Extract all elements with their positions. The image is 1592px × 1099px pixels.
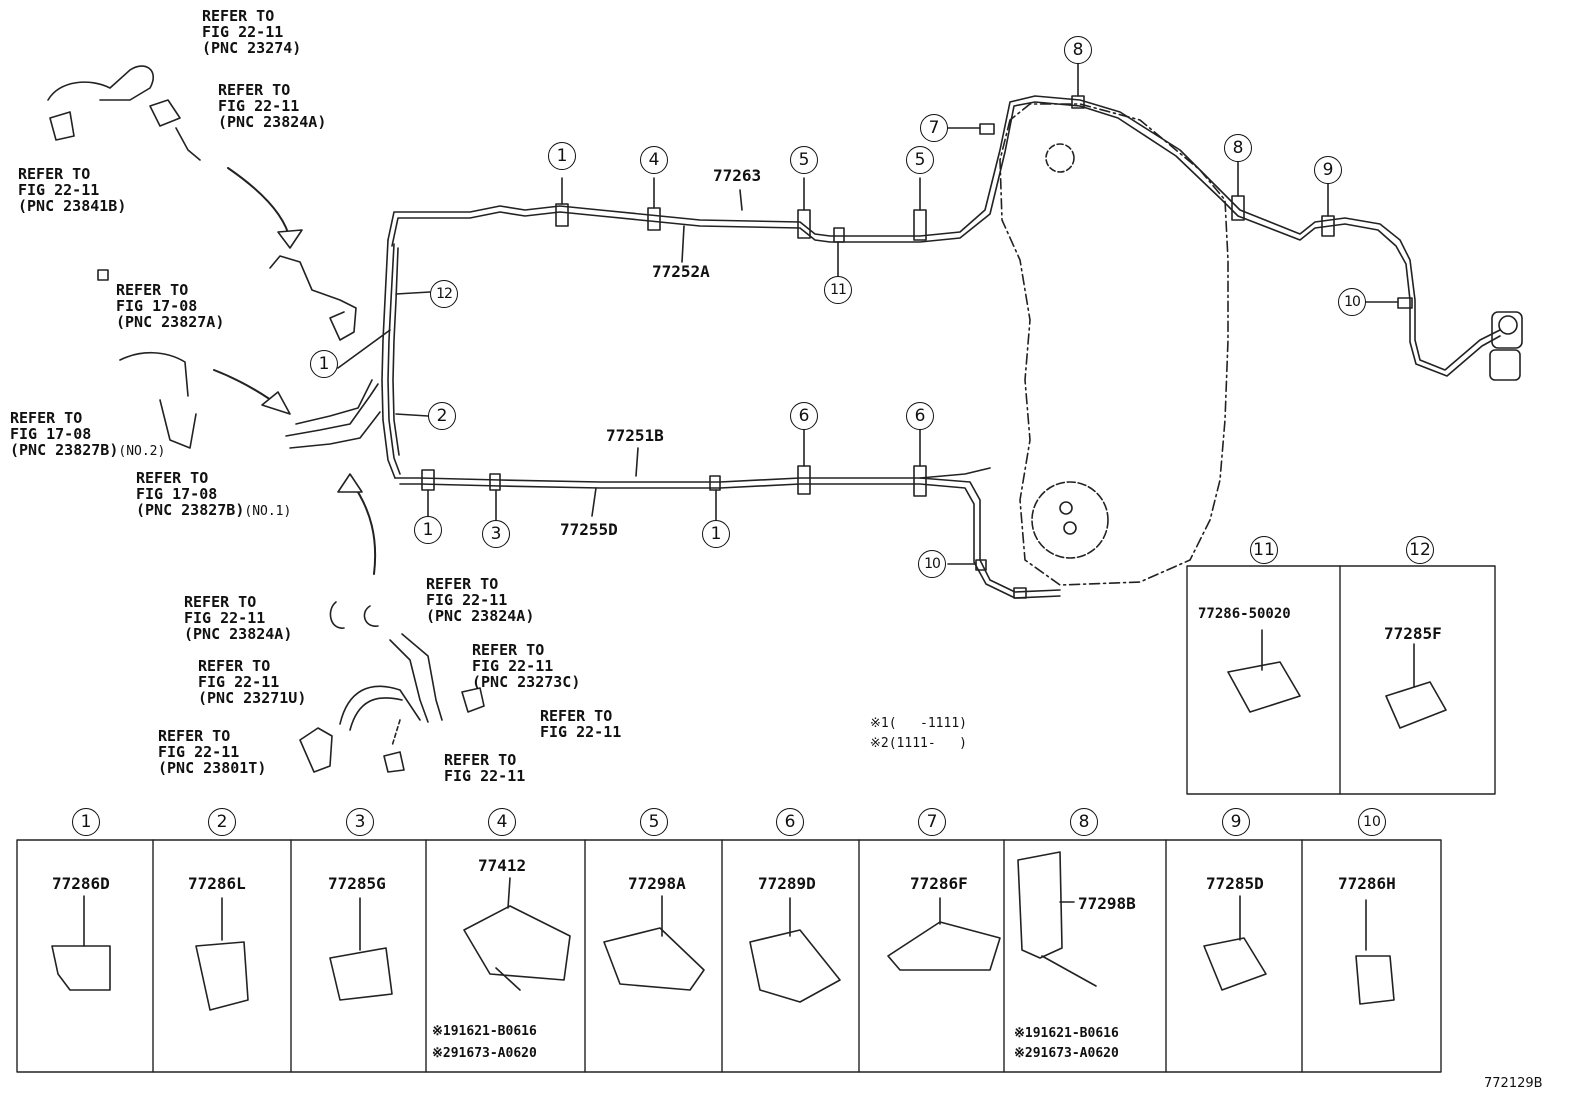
- tile-8-bolt-1: ※191621-B0616: [1014, 1026, 1119, 1041]
- callout-5-b: 5: [906, 146, 934, 174]
- callout-1-bottom-b: 1: [702, 520, 730, 548]
- callout-6-a: 6: [790, 402, 818, 430]
- note-2: ※2(1111- ): [870, 736, 967, 751]
- tile-8-bolt-2: ※291673-A0620: [1014, 1046, 1119, 1061]
- note-1: ※1( -1111): [870, 716, 967, 731]
- tile-5-number: 5: [640, 808, 668, 836]
- callout-2: 2: [428, 402, 456, 430]
- tile-9-number: 9: [1222, 808, 1250, 836]
- callout-12: 12: [430, 280, 458, 308]
- callout-1-bottom-a: 1: [414, 516, 442, 544]
- callout-10-a: 10: [1338, 288, 1366, 316]
- callout-7: 7: [920, 114, 948, 142]
- figure-id: 772129B: [1484, 1076, 1543, 1091]
- callout-5-a: 5: [790, 146, 818, 174]
- part-77251b-label: 77251B: [606, 426, 664, 445]
- callout-10-b: 10: [918, 550, 946, 578]
- callout-8-a: 8: [1064, 36, 1092, 64]
- tile-4-bolt-1: ※191621-B0616: [432, 1024, 537, 1039]
- tile-3-part: 77285G: [328, 874, 386, 893]
- tile-8-part: 77298B: [1078, 894, 1136, 913]
- callout-4: 4: [640, 146, 668, 174]
- side-tile-12-number: 12: [1406, 536, 1434, 564]
- callout-1-left: 1: [310, 350, 338, 378]
- callout-8-b: 8: [1224, 134, 1252, 162]
- tile-6-part: 77289D: [758, 874, 816, 893]
- callout-11: 11: [824, 276, 852, 304]
- tile-5-part: 77298A: [628, 874, 686, 893]
- part-77252a-label: 77252A: [652, 262, 710, 281]
- callout-1-top: 1: [548, 142, 576, 170]
- tile-10-part: 77286H: [1338, 874, 1396, 893]
- tile-3-number: 3: [346, 808, 374, 836]
- callout-3: 3: [482, 520, 510, 548]
- fuel-line-upper: [387, 95, 1501, 371]
- tile-2-part: 77286L: [188, 874, 246, 893]
- tile-6-number: 6: [776, 808, 804, 836]
- side-tile-11-number: 11: [1250, 536, 1278, 564]
- tile-1-number: 1: [72, 808, 100, 836]
- tile-10-number: 10: [1358, 808, 1386, 836]
- side-tile-12-part: 77285F: [1384, 624, 1442, 643]
- tile-8-number: 8: [1070, 808, 1098, 836]
- tile-7-number: 7: [918, 808, 946, 836]
- callout-6-b: 6: [906, 402, 934, 430]
- tile-1-part: 77286D: [52, 874, 110, 893]
- tile-7-part: 77286F: [910, 874, 968, 893]
- part-77255d-label: 77255D: [560, 520, 618, 539]
- part-77263-label: 77263: [713, 166, 762, 185]
- callout-9: 9: [1314, 156, 1342, 184]
- tile-4-part: 77412: [478, 856, 527, 875]
- side-tile-11-part: 77286-50020: [1198, 606, 1291, 622]
- tile-4-number: 4: [488, 808, 516, 836]
- tile-4-bolt-2: ※291673-A0620: [432, 1046, 537, 1061]
- tile-2-number: 2: [208, 808, 236, 836]
- tile-9-part: 77285D: [1206, 874, 1264, 893]
